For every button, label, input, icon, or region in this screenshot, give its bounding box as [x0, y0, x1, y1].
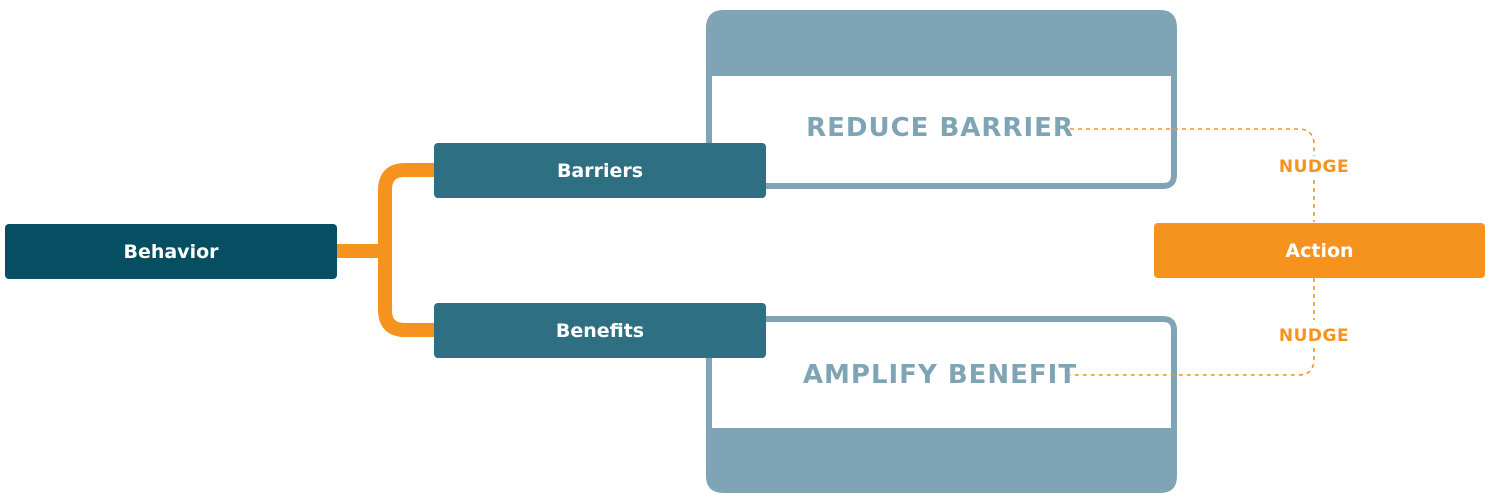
- reduce-barrier-panel: [706, 10, 1177, 189]
- nudge-label-top: NUDGE: [1278, 157, 1350, 177]
- reduce-barrier-label: REDUCE BARRIER: [806, 113, 1074, 143]
- benefits-label: Benefits: [555, 319, 645, 342]
- nudge-connector-top: [1070, 128, 1315, 222]
- amplify-benefit-label: AMPLIFY BENEFIT: [802, 360, 1078, 390]
- amplify-benefit-panel: [706, 316, 1177, 493]
- nudge-connector-bottom: [1070, 278, 1315, 376]
- action-node: Action: [1154, 223, 1485, 278]
- behavior-bracket-connector: [337, 163, 436, 337]
- barriers-label: Barriers: [556, 159, 644, 182]
- barriers-node: Barriers: [434, 143, 766, 198]
- action-label: Action: [1285, 239, 1354, 262]
- nudge-label-bottom: NUDGE: [1278, 326, 1350, 346]
- behavior-node: Behavior: [5, 224, 337, 279]
- behavior-label: Behavior: [123, 240, 219, 263]
- benefits-node: Benefits: [434, 303, 766, 358]
